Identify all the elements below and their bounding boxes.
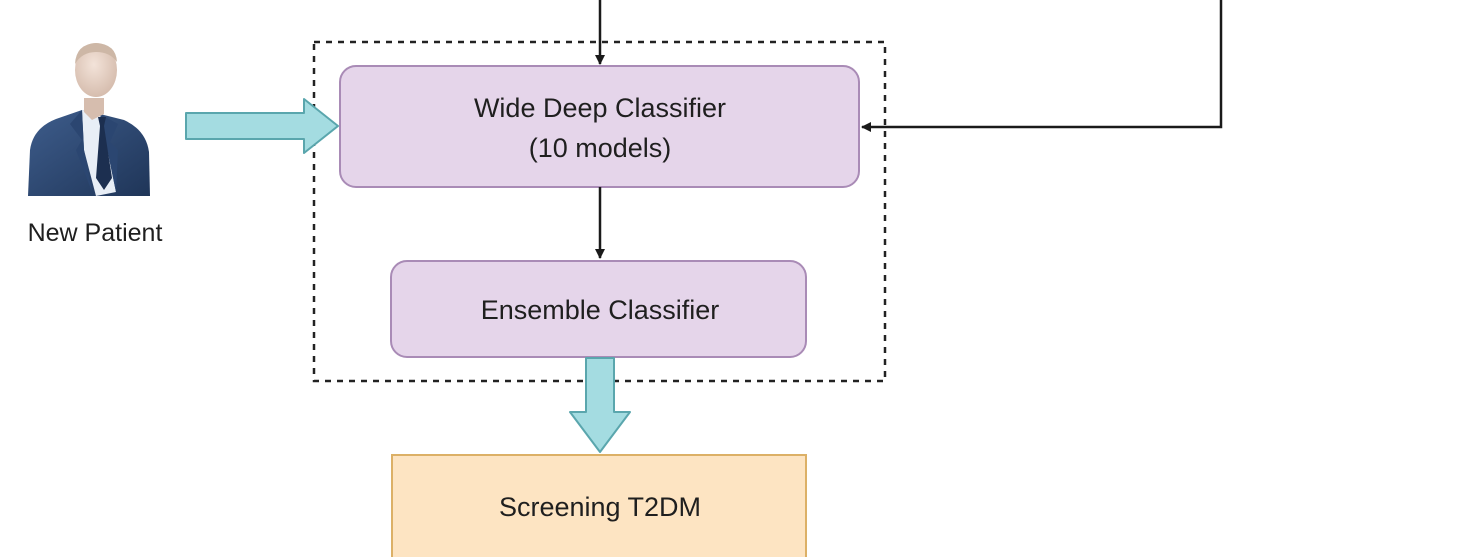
patient-to-classifier-block-arrow [185,98,339,154]
ensemble-classifier-label: Ensemble Classifier [481,295,720,325]
wide-deep-classifier-node: Wide Deep Classifier (10 models) [339,65,860,188]
ensemble-to-screening-block-arrow [569,357,631,453]
wide-deep-classifier-title: Wide Deep Classifier [474,93,726,123]
ensemble-classifier-node: Ensemble Classifier [390,260,807,358]
wide-deep-classifier-subtitle: (10 models) [529,133,672,163]
wide-deep-classifier-box [339,65,860,188]
screening-t2dm-label: Screening T2DM [499,492,701,522]
right-input-connector [861,0,1223,132]
person-businessman-icon [28,43,150,196]
new-patient-label: New Patient [28,219,163,247]
screening-t2dm-node: Screening T2DM [391,454,807,557]
screening-t2dm-box [391,454,807,557]
